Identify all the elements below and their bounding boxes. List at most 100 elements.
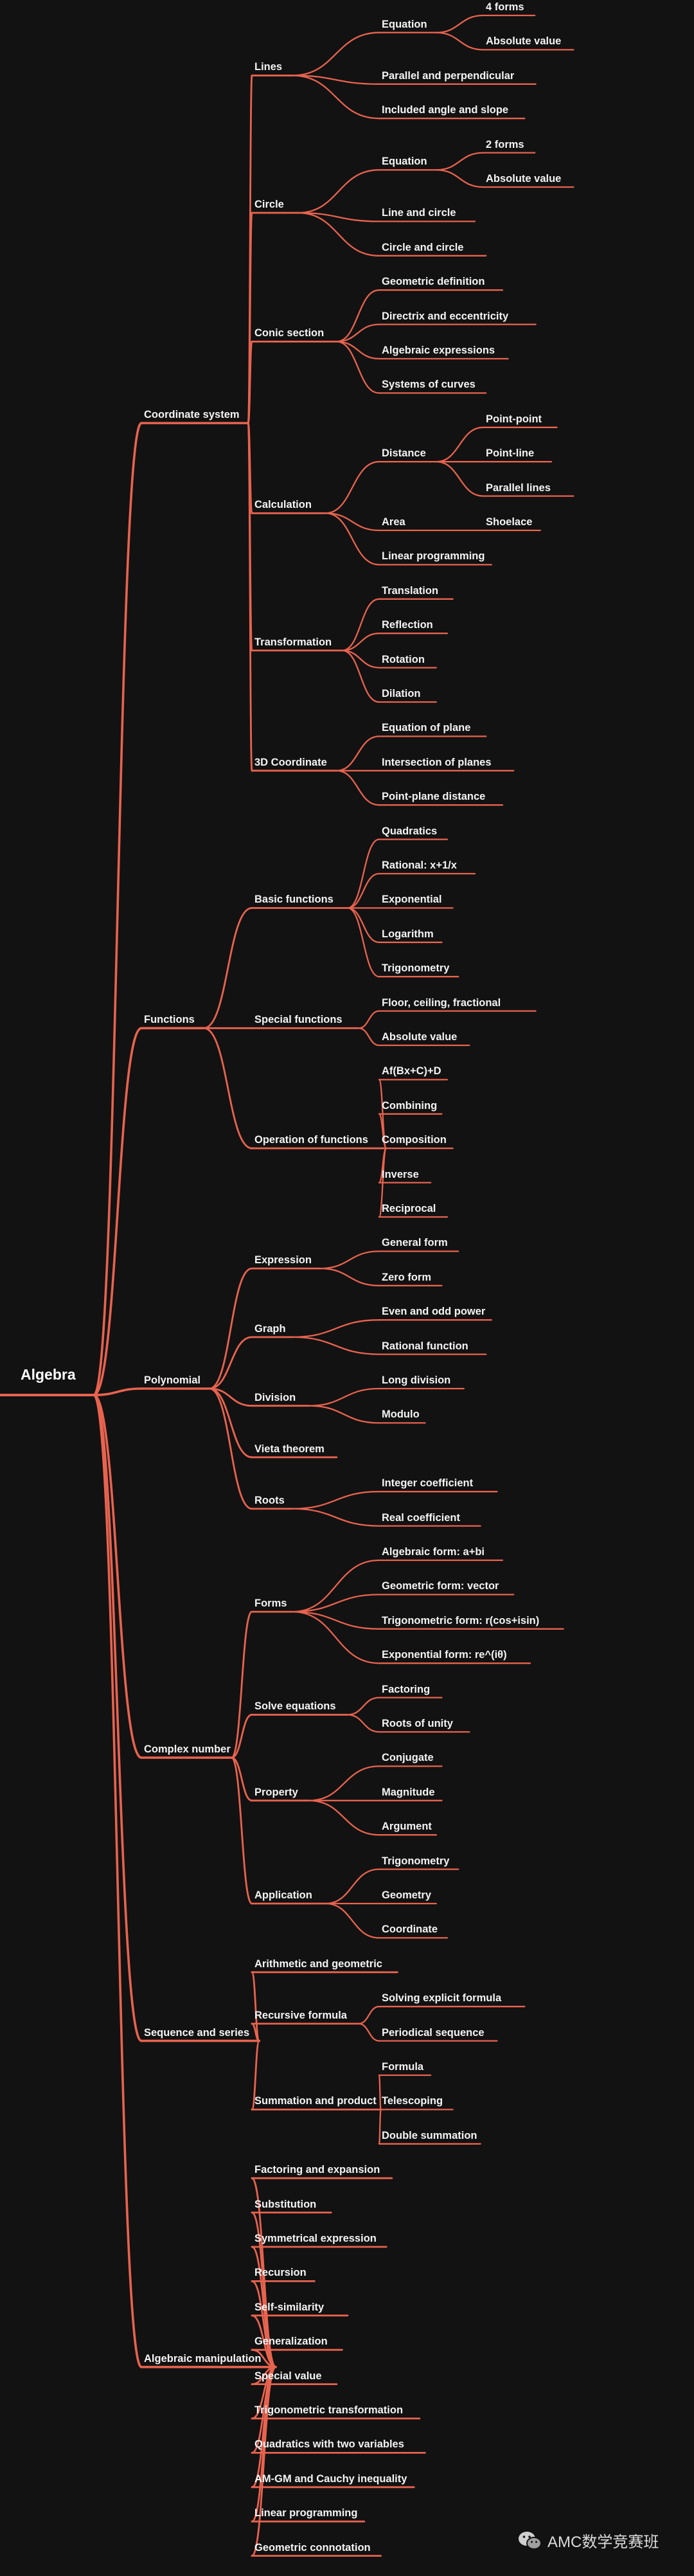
node-label-depth-2: Substitution	[254, 2198, 317, 2210]
node-label-depth-2: Roots	[254, 1494, 285, 1506]
node-label-depth-3: Trigonometric form: r(cos+isin)	[382, 1614, 540, 1626]
node-label-depth-3: Double summation	[382, 2129, 477, 2141]
connector-branch	[341, 649, 380, 703]
connector-branch	[378, 1113, 387, 1149]
connector-branch	[297, 169, 380, 214]
node-label-depth-3: Distance	[382, 447, 426, 460]
connector-branch	[435, 32, 485, 51]
connector-branch	[291, 1610, 380, 1630]
connector-branch	[291, 75, 380, 85]
connector-branch	[291, 32, 380, 77]
node-label-depth-3: Logarithm	[382, 928, 434, 940]
node-label-depth-3: Trigonometry	[382, 1855, 450, 1867]
node-label-depth-3: Quadratics	[382, 825, 438, 837]
node-label-depth-2: Circle	[254, 198, 284, 210]
node-label-depth-3: Exponential	[382, 894, 442, 906]
connector-branch	[291, 1508, 380, 1527]
node-label-depth-4: Shoelace	[486, 516, 533, 528]
connector-branch	[247, 422, 253, 772]
node-label-depth-1: Sequence and series	[144, 2026, 250, 2039]
node-label-depth-4: Parallel lines	[486, 482, 551, 494]
connector-branch	[319, 1267, 380, 1286]
connector-branch	[308, 1387, 380, 1407]
connector-branch	[358, 1027, 380, 1047]
node-label-depth-3: Linear programming	[382, 550, 485, 563]
node-label-depth-2: Geometric connotation	[254, 2541, 371, 2553]
connector-branch	[341, 649, 380, 669]
node-label-depth-3: Floor, ceiling, fractional	[382, 996, 501, 1009]
connector-branch	[335, 770, 380, 806]
node-label-depth-3: Magnitude	[382, 1786, 435, 1798]
node-label-depth-2: Trigonometric transformation	[254, 2404, 404, 2416]
connector-branch	[378, 2109, 382, 2145]
node-label-depth-2: Division	[254, 1391, 296, 1403]
node-label-depth-3: Reflection	[382, 619, 433, 631]
connector-branch	[335, 341, 380, 394]
connector-branch	[93, 1394, 143, 2042]
node-label-depth-4: Absolute value	[486, 35, 562, 48]
connector-branch	[341, 598, 380, 652]
connector-branch	[378, 1148, 387, 1218]
connector-branch	[291, 1319, 380, 1338]
connector-branch	[308, 1799, 380, 1836]
connector-branch	[208, 1387, 253, 1510]
node-label-depth-3: Equation	[382, 18, 427, 30]
connector-branch	[435, 426, 485, 463]
connector-branch	[93, 1027, 143, 1396]
node-label-depth-2: Special functions	[254, 1014, 343, 1026]
node-label-depth-3: Line and circle	[382, 207, 456, 219]
connector-branch	[346, 907, 380, 978]
node-label-depth-3: Telescoping	[382, 2095, 443, 2107]
connector-branch	[291, 1559, 380, 1613]
node-label-depth-4: Absolute value	[486, 172, 562, 185]
node-label-depth-1: Coordinate system	[144, 408, 240, 420]
node-label-depth-2: Self-similarity	[254, 2301, 325, 2313]
node-label-depth-3: Directrix and eccentricity	[382, 310, 509, 322]
node-label-depth-3: Translation	[382, 584, 439, 597]
node-label-depth-2: Basic functions	[254, 894, 334, 906]
node-label-depth-3: Rational function	[382, 1340, 468, 1352]
node-label-depth-2: Forms	[254, 1597, 287, 1609]
connector-branch	[346, 1697, 380, 1716]
node-label-depth-2: Symmetrical expression	[254, 2232, 377, 2244]
node-label-depth-3: Equation of plane	[382, 722, 471, 734]
node-label-depth-3: Geometric definition	[382, 276, 485, 288]
connector-branch	[93, 1394, 143, 1759]
node-label-depth-3: General form	[382, 1237, 448, 1249]
connector-branch	[335, 735, 380, 771]
connector-branch	[435, 169, 485, 188]
node-label-depth-3: Integer coefficient	[382, 1477, 474, 1490]
connector-branch	[435, 152, 485, 171]
node-label-depth-3: Zero form	[382, 1271, 432, 1283]
connector-branch	[319, 1250, 380, 1270]
connector-branch	[251, 1971, 260, 2042]
node-label-depth-2: Conic section	[254, 327, 325, 339]
node-label-depth-4: Point-point	[486, 413, 542, 425]
node-label-depth-2: Property	[254, 1786, 298, 1798]
connector-branch	[208, 1387, 253, 1407]
connector-branch	[297, 212, 380, 222]
connector-branch	[325, 512, 380, 566]
node-label-depth-3: Factoring	[382, 1683, 431, 1695]
connector-branch	[231, 1756, 253, 1802]
connector-branch	[297, 212, 380, 257]
connector-branch	[291, 1491, 380, 1510]
node-label-depth-3: Point-plane distance	[382, 791, 486, 803]
node-label-depth-3: Parallel and perpendicular	[382, 69, 515, 82]
node-label-depth-3: Equation	[382, 156, 427, 168]
connector-branch	[346, 907, 380, 943]
node-label-depth-1: Complex number	[144, 1743, 231, 1755]
connector-branch	[378, 2074, 382, 2111]
node-label-depth-3: Algebraic form: a+bi	[382, 1545, 485, 1558]
node-label-depth-2: Operation of functions	[254, 1134, 368, 1146]
node-label-depth-3: Periodical sequence	[382, 2026, 485, 2039]
connector-branch	[325, 512, 380, 532]
node-label-depth-3: Formula	[382, 2060, 424, 2073]
node-label-depth-3: Conjugate	[382, 1752, 434, 1764]
connector-branch	[341, 633, 380, 652]
watermark-text: AMC数学竞赛班	[547, 2534, 659, 2551]
node-label-depth-3: Geometric form: vector	[382, 1580, 499, 1592]
node-label-depth-4: 4 forms	[486, 1, 524, 13]
node-label-depth-3: Exponential form: re^(iθ)	[382, 1649, 507, 1661]
